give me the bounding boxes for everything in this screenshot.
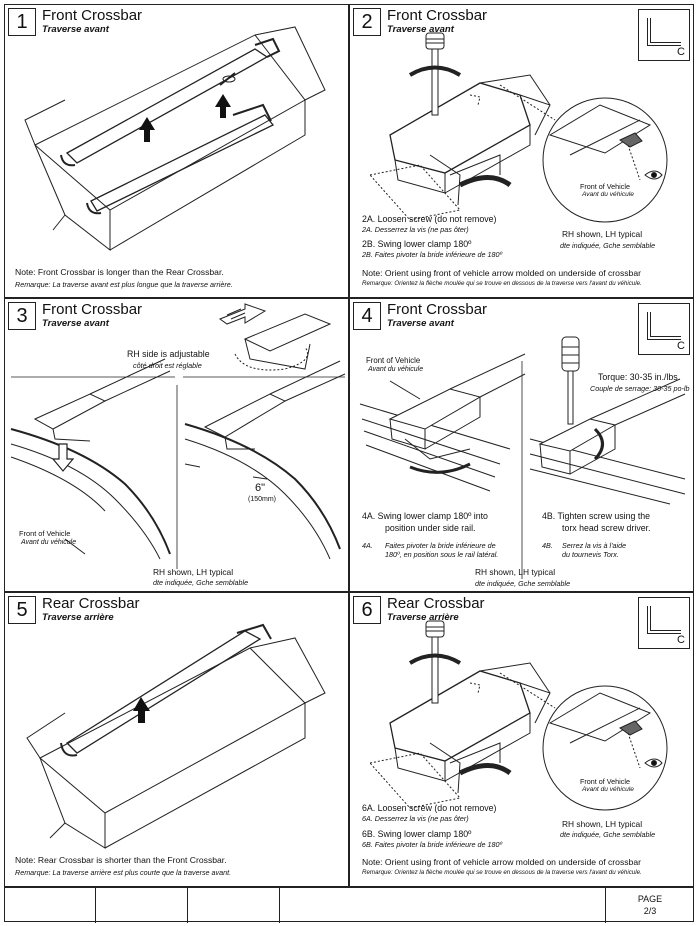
tool-callout-box: C (638, 9, 690, 61)
step-2b-text: 2B. Swing lower clamp 180º (362, 239, 472, 249)
front-of-vehicle-label: Front of Vehicle (19, 529, 71, 538)
tool-callout-box: C (638, 597, 690, 649)
page-number: 2/3 (643, 906, 657, 916)
distance-mm-label: (150mm) (248, 496, 277, 503)
panel-title: Rear Crossbar (387, 595, 485, 612)
step-number: 3 (8, 302, 36, 330)
step-2b-text-fr: 2B. Faites pivoter la bride inférieure d… (362, 250, 503, 259)
footer-cell (96, 888, 188, 923)
allen-key-icon (647, 606, 681, 634)
front-of-vehicle-label-fr: Avant du véhicule (582, 191, 634, 198)
step-number: 4 (353, 302, 381, 330)
step-number: 2 (353, 8, 381, 36)
footer-cell (4, 888, 96, 923)
front-of-vehicle-label: Front of Vehicle (580, 182, 630, 191)
step-6b-text: 6B. Swing lower clamp 180º (362, 829, 472, 839)
step-number: 6 (353, 596, 381, 624)
step-2a-text: 2A. Loosen screw (do not remove) (362, 214, 497, 224)
step-6a-text-fr: 6A. Desserrez la vis (ne pas ôter) (362, 814, 469, 823)
panel-note-fr: Remarque: La traverse avant est plus lon… (15, 280, 233, 289)
panel-step-4: 4 Front Crossbar Traverse avant C (349, 298, 694, 592)
panel-note-fr: Remarque: Orientez la flèche moulée qui … (362, 869, 642, 876)
step-4a-line-1: 4A. Swing lower clamp 180º into (362, 511, 488, 521)
rh-shown-label: RH shown, LH typical (475, 567, 556, 577)
rh-shown-label-fr: dte indiquée, Gche semblable (153, 578, 249, 587)
panel-title: Front Crossbar (42, 301, 143, 318)
crossbars-in-box-illustration (24, 26, 326, 252)
step-6b-text-fr: 6B. Faites pivoter la bride inférieure d… (362, 840, 503, 849)
tool-callout-box: C (638, 303, 690, 355)
front-of-vehicle-label: Front of Vehicle (366, 356, 421, 365)
rh-shown-label: RH shown, LH typical (562, 819, 643, 829)
panel-subtitle: Traverse avant (387, 24, 454, 35)
panel-step-5: 5 Rear Crossbar Traverse arrière Note: R… (4, 592, 349, 887)
title-block-footer: PAGE 2/3 (4, 887, 694, 923)
rh-shown-label-fr: dte indiquée, Gche semblable (475, 579, 571, 588)
panel-subtitle: Traverse arrière (387, 612, 459, 623)
step-4a-fr-label: 4A. (362, 541, 373, 550)
front-of-vehicle-label-fr: Avant du véhicule (582, 786, 634, 793)
clamp-loosen-illustration (369, 32, 668, 223)
tool-letter: C (677, 46, 685, 58)
clamp-loosen-illustration (369, 620, 668, 811)
panel-note: Note: Rear Crossbar is shorter than the … (15, 855, 227, 865)
panel-note: Note: Orient using front of vehicle arro… (362, 857, 641, 867)
allen-key-icon (647, 18, 681, 46)
rh-adjustable-label-fr: côté droit est réglable (133, 361, 202, 370)
panel-note: Note: Orient using front of vehicle arro… (362, 268, 641, 278)
page-label: PAGE (637, 894, 663, 904)
panel-note-fr: Remarque: La traverse arrière est plus c… (15, 868, 232, 877)
step-4b-line-2: torx head screw driver. (562, 523, 651, 533)
panel-step-6: 6 Rear Crossbar Traverse arrière C (349, 592, 694, 887)
step-4a-fr-line-1: Faites pivoter la bride inférieure de (385, 541, 496, 550)
panel-step-1: 1 Front Crossbar Traverse avant Note: Fr… (4, 4, 349, 298)
rh-shown-label-fr: dte indiquée, Gche semblable (560, 241, 656, 250)
rh-adjustable-label: RH side is adjustable (127, 349, 210, 359)
panel-subtitle: Traverse arrière (42, 612, 114, 623)
front-of-vehicle-label-fr: Avant du véhicule (21, 539, 77, 546)
step-4b-line-1: 4B. Tighten screw using the (542, 511, 651, 521)
tool-letter: C (677, 340, 685, 352)
step-6a-text: 6A. Loosen screw (do not remove) (362, 803, 497, 813)
distance-label: 6" (255, 482, 266, 494)
clamp-tighten-illustration (359, 336, 686, 579)
step-number: 5 (8, 596, 36, 624)
rear-crossbar-in-box-illustration (26, 623, 326, 849)
step-4b-fr-line-2: du tournevis Torx. (562, 550, 619, 559)
allen-key-icon (647, 312, 681, 340)
panel-title: Rear Crossbar (42, 595, 140, 612)
panel-step-2: 2 Front Crossbar Traverse avant C (349, 4, 694, 298)
step-2a-text-fr: 2A. Desserrez la vis (ne pas ôter) (362, 225, 469, 234)
panel-subtitle: Traverse avant (387, 318, 454, 329)
footer-cell (188, 888, 280, 923)
torque-label-fr: Couple de serrage: 30-35 po-lb (590, 384, 690, 393)
panel-step-3: 3 Front Crossbar Traverse avant (4, 298, 349, 592)
step-4b-fr-label: 4B. (542, 541, 553, 550)
rh-shown-label-fr: dte indiquée, Gche semblable (560, 830, 656, 839)
panel-subtitle: Traverse avant (42, 318, 109, 329)
step-number: 1 (8, 8, 36, 36)
tool-letter: C (677, 634, 685, 646)
panel-title: Front Crossbar (387, 7, 488, 24)
front-of-vehicle-label: Front of Vehicle (580, 777, 630, 786)
step-4a-line-2: position under side rail. (385, 523, 476, 533)
panel-note: Note: Front Crossbar is longer than the … (15, 267, 224, 277)
front-of-vehicle-label-fr: Avant du véhicule (368, 366, 424, 373)
panel-title: Front Crossbar (387, 301, 488, 318)
panel-note-fr: Remarque: Orientez la flèche moulée qui … (362, 280, 642, 287)
torque-label: Torque: 30-35 in./lbs (598, 372, 678, 382)
adjustable-side-illustration (10, 303, 346, 569)
panel-title: Front Crossbar (42, 7, 143, 24)
panel-subtitle: Traverse avant (42, 24, 109, 35)
rh-shown-label: RH shown, LH typical (153, 567, 234, 577)
step-4b-fr-line-1: Serrez la vis à l'aide (562, 541, 627, 550)
footer-cell (280, 888, 606, 923)
step-4a-fr-line-2: 180º, en position sous le rail latéral. (385, 550, 499, 559)
rh-shown-label: RH shown, LH typical (562, 229, 643, 239)
footer-page-cell: PAGE 2/3 (606, 888, 694, 923)
